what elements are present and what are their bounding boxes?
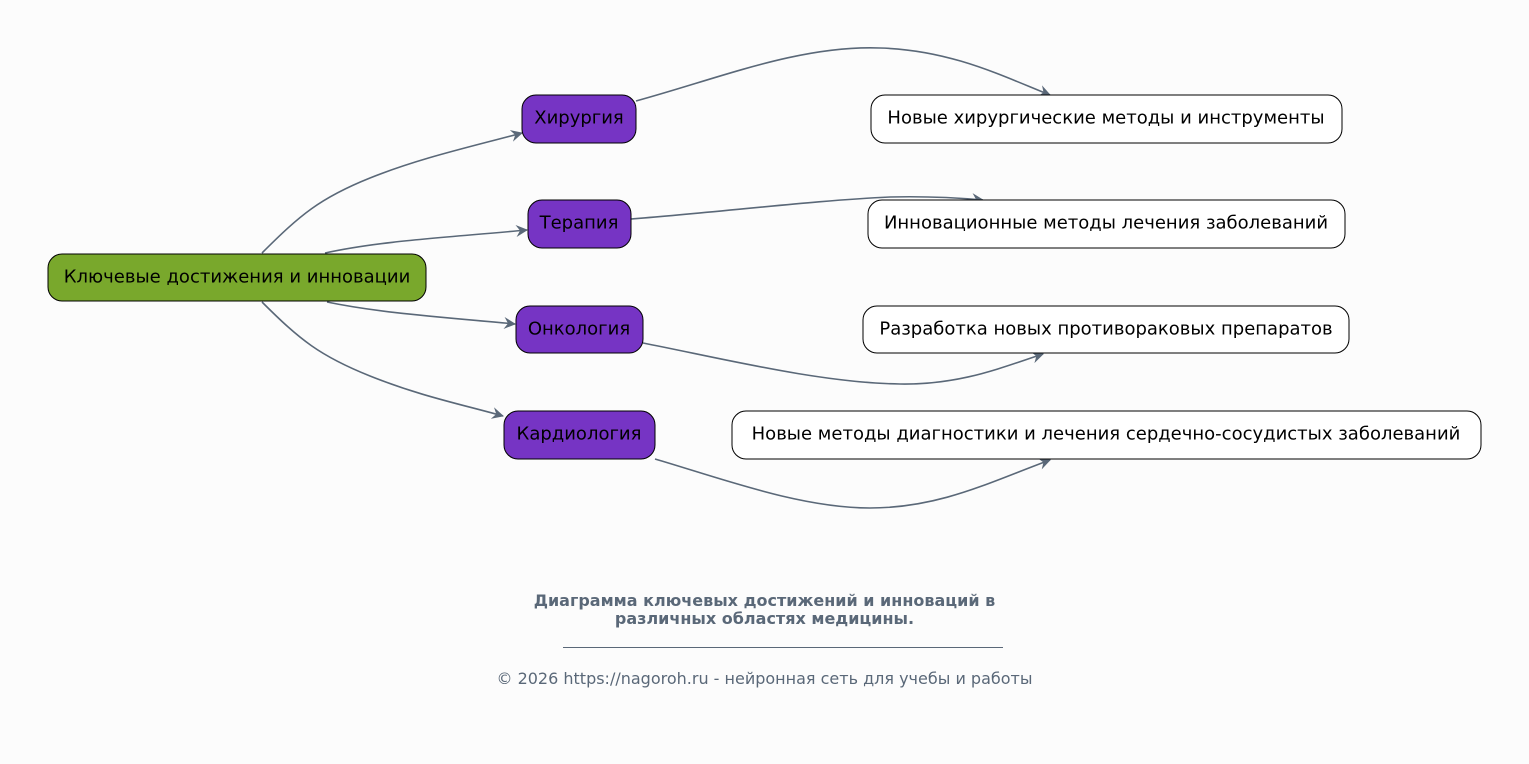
- edge-therapy-leaf: [630, 193, 984, 220]
- leaf-node-oncology: Разработка новых противораковых препарат…: [862, 305, 1350, 354]
- diagram-caption: Диаграмма ключевых достижений и инноваци…: [0, 592, 1529, 628]
- edge-cardiology-leaf: [654, 458, 1051, 509]
- leaf-node-label: Новые хирургические методы и инструменты: [887, 108, 1324, 129]
- edge-root-therapy: [324, 225, 528, 254]
- category-node-therapy: Терапия: [527, 199, 632, 249]
- root-node-box: [47, 253, 427, 302]
- caption-divider: [563, 647, 1003, 648]
- category-node-box: [521, 94, 637, 144]
- category-node-box: [503, 410, 656, 460]
- edge-oncology-leaf: [642, 342, 1044, 385]
- leaf-node-box: [867, 199, 1346, 249]
- leaf-node-cardiology: Новые методы диагностики и лечения серде…: [731, 410, 1482, 460]
- category-node-box: [527, 199, 632, 249]
- caption-line-2: различных областях медицины.: [614, 609, 915, 628]
- root-node: Ключевые достижения и инновации: [47, 253, 427, 302]
- category-node-oncology: Онкология: [515, 305, 644, 354]
- leaf-node-label: Новые методы диагностики и лечения серде…: [752, 424, 1461, 445]
- leaf-node-box: [862, 305, 1350, 354]
- leaf-node-surgery: Новые хирургические методы и инструменты: [870, 94, 1343, 144]
- caption-line-1: Диаграмма ключевых достижений и инноваци…: [533, 591, 996, 610]
- category-node-label: Онкология: [528, 319, 630, 340]
- category-node-box: [515, 305, 644, 354]
- category-node-label: Хирургия: [534, 108, 624, 129]
- leaf-node-box: [870, 94, 1343, 144]
- category-node-cardiology: Кардиология: [503, 410, 656, 460]
- edge-root-oncology: [326, 301, 516, 329]
- leaf-node-box: [731, 410, 1482, 460]
- copyright-footer: © 2026 https://nagoroh.ru - нейронная се…: [496, 669, 1033, 688]
- category-node-surgery: Хирургия: [521, 94, 637, 144]
- root-node-label: Ключевые достижения и инновации: [64, 267, 411, 288]
- leaf-node-label: Инновационные методы лечения заболеваний: [884, 213, 1328, 234]
- category-node-label: Кардиология: [517, 424, 642, 445]
- edge-root-cardiology: [261, 301, 504, 419]
- edges-group: [261, 47, 1051, 509]
- category-node-label: Терапия: [539, 213, 619, 234]
- leaf-node-label: Разработка новых противораковых препарат…: [879, 319, 1332, 340]
- edge-surgery-leaf: [635, 47, 1051, 102]
- leaf-node-therapy: Инновационные методы лечения заболеваний: [867, 199, 1346, 249]
- edge-root-surgery: [261, 130, 523, 254]
